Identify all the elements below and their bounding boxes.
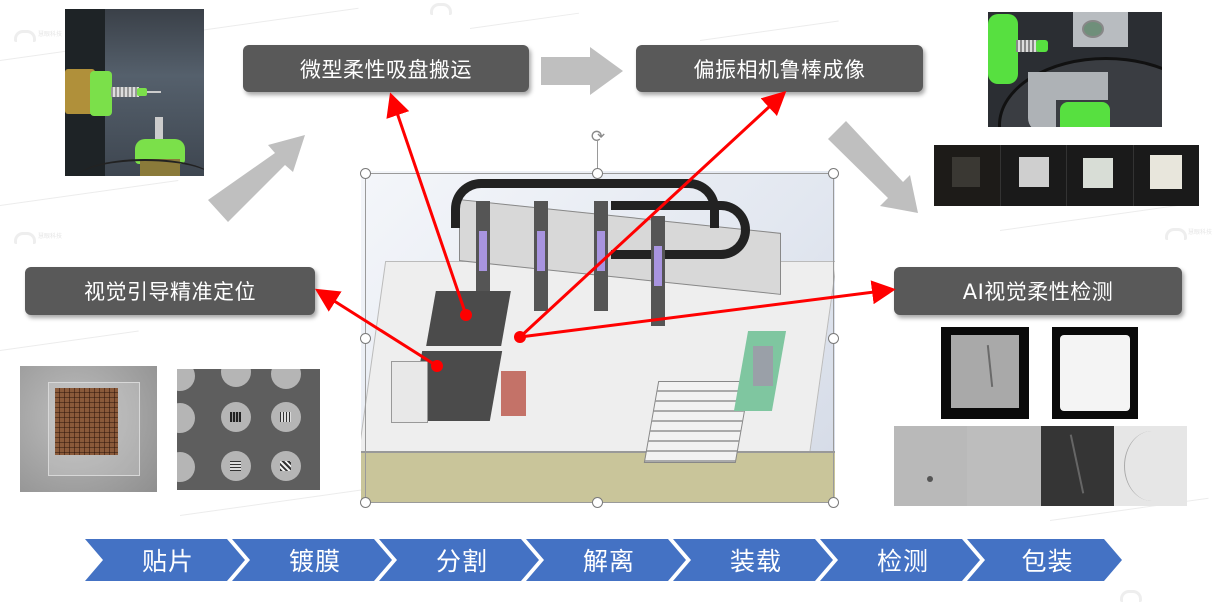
watermark-text: 慧眼科技: [38, 31, 63, 38]
resize-handle[interactable]: [828, 168, 839, 179]
watermark-logo-icon: [14, 232, 36, 244]
label-polarization-imaging: 偏振相机鲁棒成像: [636, 45, 923, 92]
rotate-handle-icon[interactable]: ⟳: [590, 127, 606, 147]
label-text: AI视觉柔性检测: [962, 280, 1114, 304]
process-step-7: 包装: [1021, 547, 1074, 576]
process-chevron: [673, 539, 833, 581]
label-ai-visual-inspection: AI视觉柔性检测: [894, 267, 1182, 315]
suction-nozzle-photo: [65, 9, 204, 176]
label-visual-guidance-positioning: 视觉引导精准定位: [25, 267, 315, 315]
pointer-polarization: [518, 90, 787, 339]
arrow-down-right: [828, 121, 918, 213]
watermark-logo-icon: [1120, 590, 1142, 602]
watermark-text: 慧眼科技: [38, 233, 63, 240]
resize-handle[interactable]: [360, 168, 371, 179]
polarization-image-strip: [934, 145, 1199, 206]
nozzle-bracket-photo: [988, 12, 1162, 127]
process-chevron: [820, 539, 980, 581]
process-step-5: 装载: [729, 547, 782, 576]
process-chevron: [526, 539, 686, 581]
label-text: 偏振相机鲁棒成像: [693, 57, 866, 82]
copper-grid-chip-photo: [20, 366, 157, 492]
defect-frame: [1113, 426, 1187, 506]
label-micro-suction-handling: 微型柔性吸盘搬运: [243, 45, 529, 92]
pointer-visual-guidance: [314, 288, 438, 368]
inspection-scratch-image: [941, 327, 1029, 419]
watermark-text: 慧眼科技: [1188, 229, 1213, 236]
process-step-4: 解离: [582, 547, 635, 576]
arrow-up-right: [208, 135, 305, 222]
process-chevron: [379, 539, 539, 581]
resize-handle[interactable]: [828, 497, 839, 508]
pointer-micro-suction: [386, 92, 468, 316]
defect-frame: [967, 426, 1041, 506]
resize-handle[interactable]: [592, 168, 603, 179]
pointer-dot: [460, 309, 472, 321]
pointer-ai-inspection: [519, 280, 896, 339]
machine-cad-image[interactable]: [361, 171, 835, 502]
inspection-edge-image: [1052, 327, 1138, 419]
resize-handle[interactable]: [828, 333, 839, 344]
pointer-dot: [431, 360, 443, 372]
process-chevron: [232, 539, 392, 581]
polarization-frame: [934, 145, 1001, 206]
defect-frame: [894, 426, 968, 506]
defect-image-strip: [894, 426, 1187, 506]
process-chevron: [967, 539, 1122, 581]
process-step-6: 检测: [876, 547, 929, 576]
positioning-marks-photo: [177, 369, 320, 490]
resize-handle[interactable]: [360, 333, 371, 344]
polarization-frame: [1133, 145, 1199, 206]
watermark-logo-icon: [1165, 228, 1187, 240]
polarization-frame: [1000, 145, 1067, 206]
process-chevron: [85, 539, 245, 581]
resize-handle[interactable]: [360, 497, 371, 508]
label-text: 视觉引导精准定位: [84, 280, 256, 304]
polarization-frame: [1067, 145, 1134, 206]
watermark-logo-icon: [14, 30, 36, 42]
rotate-handle-stem: [597, 141, 598, 173]
resize-handle[interactable]: [592, 497, 603, 508]
process-step-3: 分割: [435, 547, 488, 576]
defect-frame: [1040, 426, 1114, 506]
watermark-logo-icon: [430, 3, 452, 15]
label-text: 微型柔性吸盘搬运: [300, 57, 472, 82]
process-step-2: 镀膜: [288, 547, 341, 576]
process-step-1: 贴片: [141, 547, 194, 576]
arrow-right: [541, 47, 623, 95]
